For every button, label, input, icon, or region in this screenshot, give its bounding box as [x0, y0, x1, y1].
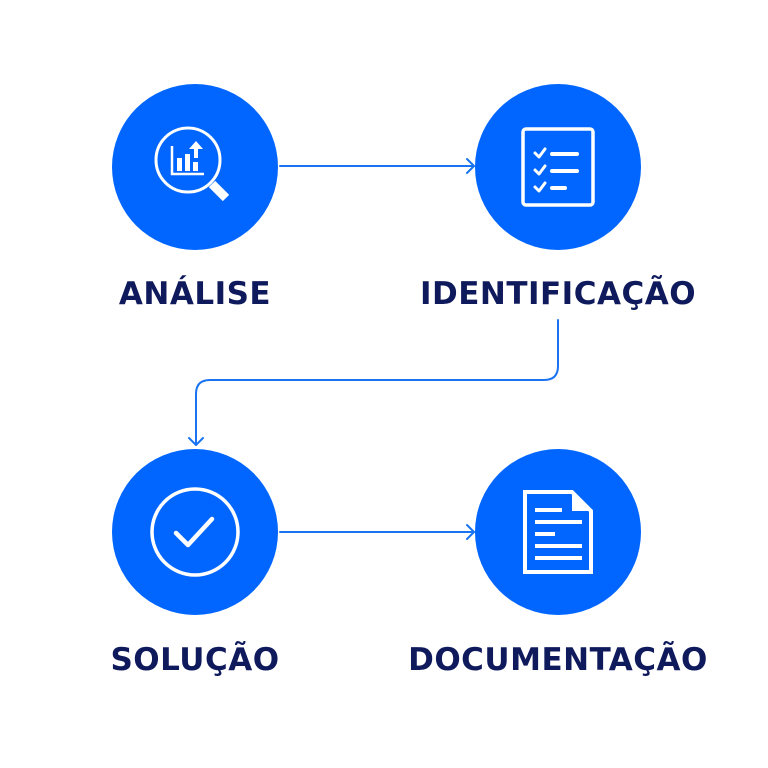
arrow-solucao-to-documentacao [279, 524, 475, 540]
check-circle-icon [150, 487, 240, 577]
step-documentacao-circle [475, 449, 641, 615]
step-documentacao-label: DOCUMENTAÇÃO [408, 642, 708, 678]
magnifier-chart-icon [154, 126, 230, 202]
step-analise-circle [112, 84, 278, 250]
checklist-icon [521, 127, 595, 207]
document-icon [523, 490, 593, 574]
step-solucao-circle [112, 449, 278, 615]
step-solucao-label: SOLUÇÃO [110, 642, 280, 678]
step-identificacao-circle [475, 84, 641, 250]
step-analise-label: ANÁLISE [118, 276, 272, 312]
arrow-identificacao-to-solucao [188, 319, 559, 446]
arrow-analise-to-identificacao [279, 158, 475, 174]
step-identificacao-label: IDENTIFICAÇÃO [419, 276, 697, 312]
